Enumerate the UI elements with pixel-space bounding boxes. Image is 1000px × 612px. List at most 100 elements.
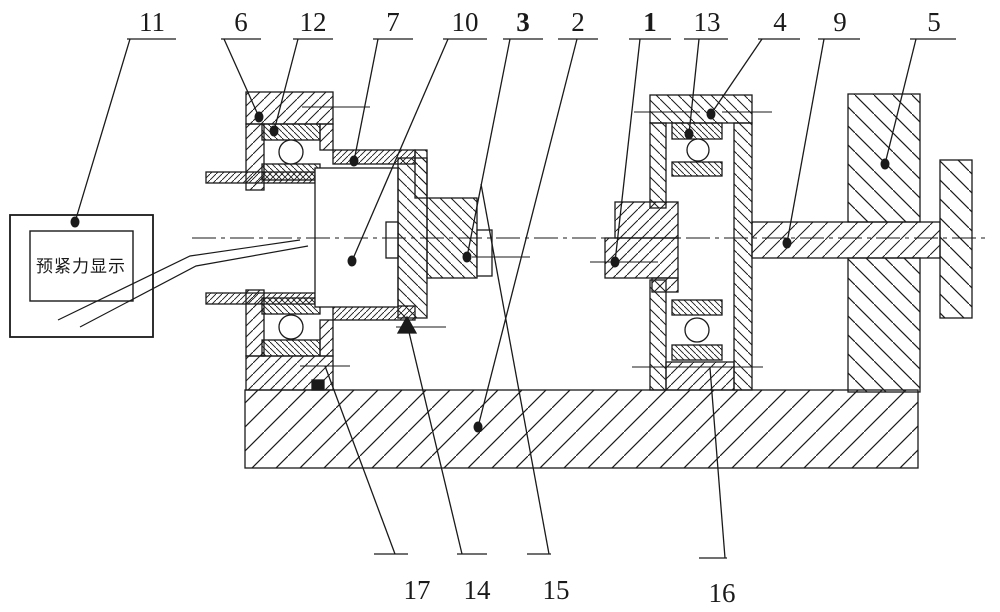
part-label-16: 16 <box>699 367 736 608</box>
display-box: 预紧力显示 <box>9 214 154 338</box>
end-disc <box>939 159 973 319</box>
part-label-5: 5 <box>880 7 956 170</box>
label-14-text: 14 <box>464 575 492 605</box>
right-housing-wall-right <box>733 122 753 391</box>
part-label-13: 13 <box>684 7 728 140</box>
loading-block-lower <box>847 257 921 393</box>
part-label-15: 15 <box>480 183 570 605</box>
left-lower-bearing-ball <box>278 314 304 340</box>
label-3-text: 3 <box>516 7 530 37</box>
label-9-text: 9 <box>833 7 847 37</box>
label-11-leader <box>74 38 131 223</box>
label-1-leader <box>614 38 641 263</box>
part-label-10: 10 <box>347 7 487 267</box>
left-upper-inner-race <box>261 163 321 181</box>
base-plate <box>244 389 919 469</box>
right-pedestal-foot <box>665 361 735 391</box>
label-5-dot <box>880 158 890 170</box>
display-box-label: 预紧力显示 <box>36 257 126 277</box>
spindle-keyway <box>385 221 399 259</box>
label-2-text: 2 <box>571 7 585 37</box>
label-12-leader <box>273 38 299 132</box>
label-7-dot <box>349 155 359 167</box>
part-label-4: 4 <box>706 7 800 120</box>
part-label-7: 7 <box>349 7 413 167</box>
left-housing-wall-lower <box>245 289 265 357</box>
label-6-dot <box>254 111 264 123</box>
part-label-11: 11 <box>70 7 176 228</box>
label-4-leader <box>710 38 763 115</box>
label-12-dot <box>269 125 279 137</box>
right-lower-outer-race <box>671 344 723 361</box>
label-10-dot <box>347 255 357 267</box>
left-lower-inner-race <box>261 297 321 315</box>
left-housing-right-upper <box>319 123 334 151</box>
label-1-dot <box>610 256 620 268</box>
left-housing-wall-upper <box>245 123 265 191</box>
label-10-text: 10 <box>452 7 479 37</box>
label-3-dot <box>462 251 472 263</box>
right-upper-inner-race <box>671 161 723 177</box>
label-16-leader <box>709 367 726 559</box>
shaft-stub <box>476 229 493 277</box>
sensor-wire-1 <box>57 239 301 321</box>
label-7-leader <box>353 38 379 162</box>
left-housing-right-lower <box>319 319 334 357</box>
output-shaft <box>751 221 941 259</box>
sensor-wires <box>57 239 309 328</box>
label-10-leader <box>351 38 449 262</box>
right-lower-bearing-ball <box>684 317 710 343</box>
right-upper-outer-race <box>671 122 723 140</box>
part-labels: 11 6 12 7 10 3 2 1 13 4 9 5 17 14 15 16 <box>70 7 956 608</box>
sensor-wire-2 <box>79 245 309 328</box>
right-upper-bearing-ball <box>686 138 710 162</box>
clamp-detail <box>311 379 325 391</box>
label-11-dot <box>70 216 80 228</box>
label-4-text: 4 <box>773 7 787 37</box>
part-label-3: 3 <box>462 7 543 263</box>
label-2-dot <box>473 421 483 433</box>
label-13-text: 13 <box>694 7 721 37</box>
locknut-lower-section <box>396 315 418 334</box>
label-9-leader <box>786 38 825 244</box>
loading-block-upper <box>847 93 921 223</box>
label-6-text: 6 <box>234 7 248 37</box>
shaft-flange-arm <box>614 201 679 239</box>
part-label-1: 1 <box>610 7 671 268</box>
label-13-leader <box>688 38 700 135</box>
label-12-text: 12 <box>300 7 327 37</box>
label-13-dot <box>684 128 694 140</box>
part-label-2: 2 <box>473 7 598 433</box>
left-lower-outer-race <box>261 339 321 357</box>
left-pedestal-foot <box>245 355 334 391</box>
right-housing-wall-lower <box>649 279 667 391</box>
label-11-text: 11 <box>139 7 165 37</box>
label-6-leader <box>223 38 260 118</box>
label-5-text: 5 <box>927 7 941 37</box>
right-housing-wall-upper <box>649 122 667 209</box>
label-3-leader <box>466 38 511 258</box>
label-14-leader <box>407 327 463 555</box>
label-16-text: 16 <box>709 578 736 608</box>
label-15-text: 15 <box>543 575 570 605</box>
machine-assembly <box>205 91 973 469</box>
part-label-17: 17 <box>324 365 431 605</box>
part-label-9: 9 <box>782 7 860 249</box>
label-1-text: 1 <box>643 7 657 37</box>
label-5-leader <box>884 38 917 165</box>
part-label-12: 12 <box>269 7 333 137</box>
label-17-text: 17 <box>404 575 431 605</box>
label-9-dot <box>782 237 792 249</box>
label-2-leader <box>477 38 578 428</box>
right-housing-cap <box>649 94 753 124</box>
label-15-leader <box>480 183 550 555</box>
label-7-text: 7 <box>386 7 400 37</box>
part-label-14: 14 <box>407 327 492 605</box>
label-17-leader <box>324 365 396 555</box>
display-box-screen <box>29 230 134 302</box>
right-lower-inner-race <box>671 299 723 316</box>
part-label-6: 6 <box>221 7 264 123</box>
left-upper-bearing-ball <box>278 139 304 165</box>
